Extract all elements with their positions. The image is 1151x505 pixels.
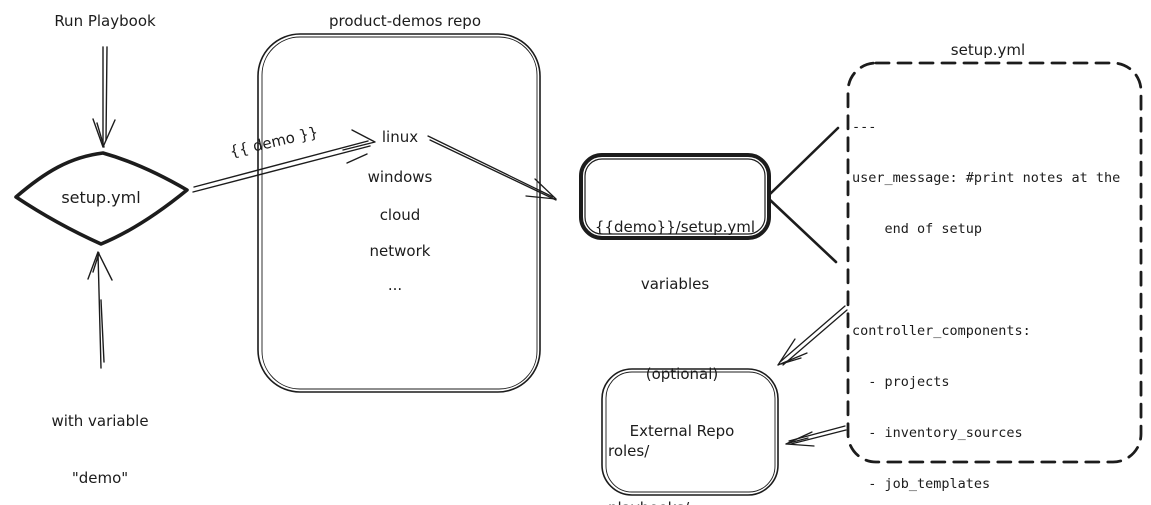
yaml-line: - inventory_sources	[852, 425, 1023, 441]
repo-item-network: network	[369, 242, 431, 260]
setup-yml-content: --- user_message: #print notes at the en…	[852, 86, 1138, 505]
run-playbook-arrow	[92, 46, 116, 148]
yaml-line: end of setup	[852, 221, 983, 237]
with-variable-line2: "demo"	[71, 469, 129, 487]
setup-yml-panel-title: setup.yml	[950, 41, 1026, 59]
external-repo-content: roles/ playbooks/ ....	[608, 404, 689, 505]
repo-item-cloud: cloud	[379, 206, 421, 224]
yaml-line	[852, 271, 1138, 290]
yaml-line: controller_components:	[852, 323, 1031, 339]
external-repo-label-line1: (optional)	[645, 365, 719, 383]
job-templates-to-external-repo-arrow	[785, 425, 847, 447]
with-variable-arrow	[87, 251, 113, 369]
variables-box	[579, 153, 771, 240]
with-variable-label: with variable "demo"	[35, 374, 165, 505]
run-playbook-label: Run Playbook	[54, 12, 156, 30]
variables-box-label: {{demo}}/setup.yml variables	[585, 180, 765, 332]
setup-yml-diamond	[14, 151, 189, 246]
external-repo-label-line2: External Repo	[629, 422, 735, 440]
external-repo-roles: roles/	[608, 442, 650, 460]
variables-box-line2: variables	[640, 275, 710, 293]
variables-to-setup-yml-lines	[767, 126, 840, 264]
with-variable-line1: with variable	[51, 412, 149, 430]
variables-box-line1: {{demo}}/setup.yml	[594, 218, 756, 236]
decision-diamond-label: setup.yml	[61, 188, 141, 207]
demo-variable-arrow	[192, 129, 376, 193]
external-repo-playbooks: playbooks/	[608, 499, 689, 505]
external-repo-label: (optional) External Repo	[608, 327, 756, 479]
yaml-line: - projects	[852, 374, 950, 390]
linux-to-variables-arrow	[427, 135, 557, 201]
repo-item-ellipsis: ...	[387, 276, 403, 294]
yaml-line: - job_templates	[852, 476, 991, 492]
product-demos-repo-box	[257, 33, 541, 393]
projects-to-external-repo-arrow	[777, 305, 848, 366]
yaml-line: ---	[852, 119, 877, 135]
external-repo-box	[601, 368, 779, 496]
repo-item-linux: linux	[381, 128, 419, 146]
repo-box-title: product-demos repo	[329, 12, 481, 30]
repo-item-windows: windows	[367, 168, 433, 186]
yaml-line: user_message: #print notes at the	[852, 170, 1121, 186]
setup-yml-panel-box	[846, 61, 1143, 464]
